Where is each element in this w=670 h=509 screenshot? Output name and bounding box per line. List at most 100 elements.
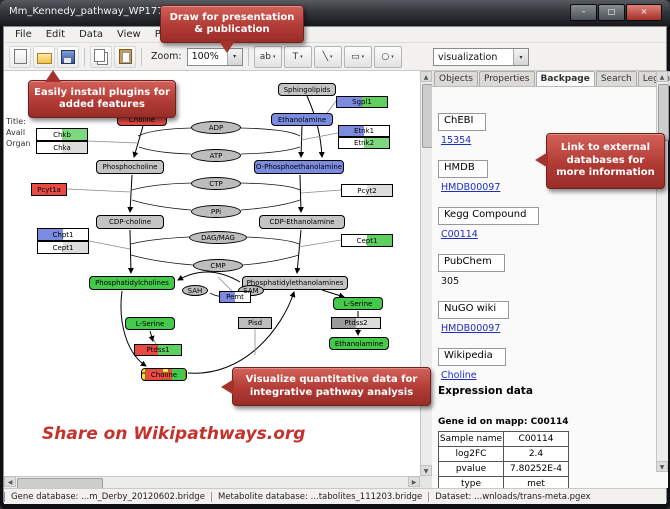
pathway-node-adp[interactable]: ADP <box>191 121 241 134</box>
pathway-node-cdp-choline[interactable]: CDP-choline <box>96 215 164 229</box>
label-tool-button[interactable]: T▾ <box>283 45 312 68</box>
data-cell <box>364 126 389 136</box>
pathway-node-atp[interactable]: ATP <box>191 149 241 162</box>
selection-handle[interactable] <box>162 379 169 380</box>
xref-value-kegg-compound[interactable]: C00114 <box>441 229 478 240</box>
pathway-node-ethanolamine[interactable]: Ethanolamine <box>329 337 389 350</box>
pathway-node-ptdss1[interactable]: Ptdss1 <box>134 344 182 356</box>
text-tool-button[interactable]: ab▾ <box>253 45 282 68</box>
pathway-node-phosphatidylcholines[interactable]: Phosphatidylcholines <box>89 276 175 290</box>
copy-page-button[interactable] <box>90 45 112 68</box>
rectangle-tool-button[interactable]: ▭▾ <box>343 45 372 68</box>
visualization-value: visualization <box>438 51 498 63</box>
scroll-down-arrow-icon[interactable]: ▼ <box>420 465 432 476</box>
data-cell <box>332 318 356 328</box>
pathway-node-ctp[interactable]: CTP <box>191 177 241 190</box>
pathway-info-line: Organ <box>6 139 31 148</box>
pathway-node-choline[interactable]: Choline <box>141 368 187 381</box>
pathway-node-cept1[interactable]: Cept1 <box>37 241 89 254</box>
scroll-up-arrow-icon[interactable]: ▲ <box>656 71 668 82</box>
chevron-down-icon: ▾ <box>361 53 365 60</box>
paste-clipboard-button[interactable] <box>114 45 136 68</box>
tab-search[interactable]: Search <box>595 71 637 86</box>
data-cell <box>63 242 88 253</box>
node-label: Chkb <box>53 130 71 139</box>
pathway-node-sphingolipids[interactable]: Sphingolipids <box>278 83 336 96</box>
close-button[interactable]: × <box>626 4 662 21</box>
panel-scrollbar[interactable]: ▲ ▼ <box>656 71 669 472</box>
pathway-node-pcyt2[interactable]: Pcyt2 <box>341 184 393 197</box>
pathway-node-l-serine[interactable]: L-Serine <box>125 317 175 330</box>
pathway-node-dag-mag[interactable]: DAG/MAG <box>189 231 247 244</box>
tab-properties[interactable]: Properties <box>479 71 535 86</box>
table-cell: Sample name <box>438 431 504 447</box>
pathway-node-cept1[interactable]: Cept1 <box>341 234 393 247</box>
line-tool-button[interactable]: ╲▾ <box>313 45 342 68</box>
visualization-combobox[interactable]: visualization ▾ <box>433 48 529 66</box>
selection-handle[interactable] <box>142 369 146 373</box>
canvas-vertical-scrollbar[interactable]: ▲ ▼ <box>420 71 433 476</box>
scroll-up-arrow-icon[interactable]: ▲ <box>420 71 432 82</box>
pathway-node-pemt[interactable]: Pemt <box>219 291 251 303</box>
menu-item-view[interactable]: View <box>117 29 141 40</box>
open-folder-icon <box>36 52 52 64</box>
xref-value-hmdb[interactable]: HMDB00097 <box>441 182 501 193</box>
scroll-right-arrow-icon[interactable]: ▶ <box>408 476 420 487</box>
minimize-button[interactable]: – <box>570 4 597 21</box>
pathway-node-chkb[interactable]: Chkb <box>36 128 88 141</box>
new-file-button[interactable] <box>9 45 31 68</box>
chevron-down-icon[interactable]: ▾ <box>513 49 528 65</box>
menu-item-edit[interactable]: Edit <box>45 29 66 40</box>
node-label: ATP <box>209 151 223 160</box>
callout-draw: Draw for presentation & publication <box>160 5 304 53</box>
selection-handle[interactable] <box>185 379 186 380</box>
pathway-node-etnk1[interactable]: Etnk1 <box>338 125 390 137</box>
tab-backpage[interactable]: Backpage <box>535 71 595 86</box>
node-label: Cept1 <box>52 243 74 252</box>
scroll-down-arrow-icon[interactable]: ▼ <box>656 461 668 472</box>
pathway-node-phosphatidylethanolamines[interactable]: Phosphatidylethanolamines <box>242 276 348 290</box>
pathway-node-l-serine[interactable]: L-Serine <box>333 297 383 310</box>
pathway-node-chka[interactable]: Chka <box>36 141 88 154</box>
menu-item-file[interactable]: File <box>15 29 32 40</box>
maximize-button[interactable]: □ <box>598 4 625 21</box>
selection-handle[interactable] <box>185 369 186 373</box>
backpage-section-pubchem: PubChem <box>438 254 505 272</box>
scroll-left-arrow-icon[interactable]: ◀ <box>4 476 16 487</box>
menu-item-data[interactable]: Data <box>79 29 103 40</box>
pathway-node-sgpl1[interactable]: Sgpl1 <box>336 96 388 108</box>
open-folder-button[interactable] <box>33 45 55 68</box>
save-disk-button[interactable] <box>57 45 79 68</box>
data-cell <box>38 242 63 253</box>
pathway-node-ethanolamine[interactable]: Ethanolamine <box>271 113 333 126</box>
pathway-node-phosphocholine[interactable]: Phosphocholine <box>96 160 164 174</box>
xref-value-wikipedia[interactable]: Choline <box>441 370 477 381</box>
pathway-node-sam[interactable]: SAM <box>238 285 264 296</box>
node-label: Pcyt1a <box>37 185 61 194</box>
ellipse-tool-button[interactable]: ○▾ <box>373 45 402 68</box>
pathway-node-cmp[interactable]: CMP <box>193 259 243 272</box>
node-label: Ptdss1 <box>146 346 170 354</box>
data-cell <box>37 142 62 153</box>
xref-value-nugo-wiki[interactable]: HMDB00097 <box>441 323 501 334</box>
pathway-node-o-phosphoethanolamine[interactable]: O-Phosphoethanolamine <box>254 160 344 174</box>
tab-objects[interactable]: Objects <box>434 71 479 86</box>
pathway-node-cdp-ethanolamine[interactable]: CDP-Ethanolamine <box>259 215 345 229</box>
pathway-node-pcyt1a[interactable]: Pcyt1a <box>31 183 67 196</box>
xref-value-chebi[interactable]: 15354 <box>441 135 472 146</box>
selection-handle[interactable] <box>162 369 169 373</box>
status-segment: Dataset: ...wnloads/trans-meta.pgex <box>428 491 596 502</box>
pathway-node-ptdss2[interactable]: Ptdss2 <box>331 317 381 329</box>
pathway-node-etnk2[interactable]: Etnk2 <box>338 137 390 149</box>
pathway-node-pisd[interactable]: Pisd <box>238 317 272 329</box>
canvas-horizontal-scrollbar[interactable]: ◀ ▶ <box>4 476 420 489</box>
selection-handle[interactable] <box>142 379 146 380</box>
node-label: Phosphatidylcholines <box>95 279 169 287</box>
toolbar: Zoom:100%▾ab▾T▾╲▾▭▾○▾ <box>4 43 666 71</box>
pathway-node-ppi[interactable]: PPi <box>191 205 241 218</box>
pathway-node-sah[interactable]: SAH <box>182 285 208 296</box>
pathway-node-chpt1[interactable]: Chpt1 <box>37 228 89 241</box>
